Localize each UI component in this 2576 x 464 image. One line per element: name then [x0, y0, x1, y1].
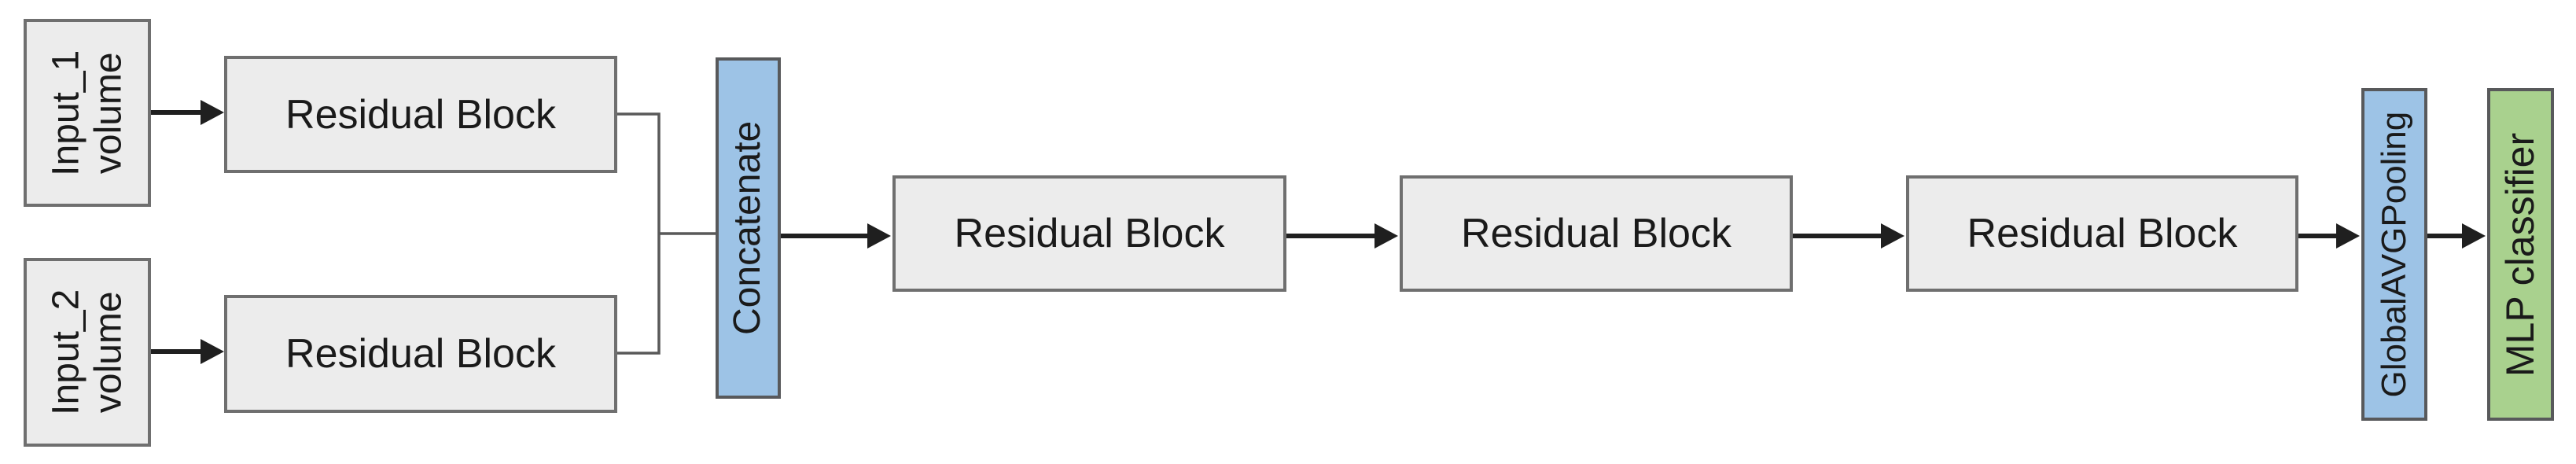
global-avg-pooling-block: GlobalAVGPooling [2361, 88, 2427, 421]
arrow-pooling-to-mlp [2427, 223, 2486, 249]
arrowhead-icon [201, 100, 224, 125]
residual-block-branch-1-label: Residual Block [285, 91, 556, 138]
arrow-shaft [151, 349, 201, 354]
arrow-main3-to-pooling [2298, 223, 2360, 249]
arrow-main2-to-main3 [1793, 223, 1904, 249]
arrowhead-icon [867, 223, 891, 249]
arrow-shaft [1793, 234, 1881, 238]
residual-block-main-2: Residual Block [1400, 175, 1793, 292]
arrowhead-icon [2336, 223, 2360, 249]
arrow-shaft [2298, 234, 2336, 238]
input-2-volume-label: Input_2 volume [45, 289, 129, 416]
arrowhead-icon [1374, 223, 1398, 249]
arrow-main1-to-main2 [1286, 223, 1398, 249]
arrowhead-icon [1881, 223, 1904, 249]
residual-block-main-1-label: Residual Block [954, 211, 1225, 256]
input-1-volume-block: Input_1 volume [24, 19, 151, 207]
residual-block-branch-2-label: Residual Block [285, 331, 556, 377]
input-1-volume-label: Input_1 volume [45, 50, 129, 176]
residual-block-main-3: Residual Block [1906, 175, 2298, 292]
arrow-input2-to-residual [151, 339, 224, 364]
merge-connector [617, 112, 716, 355]
concatenate-label: Concatenate [727, 120, 769, 336]
arrowhead-icon [201, 339, 224, 364]
residual-block-main-2-label: Residual Block [1461, 211, 1731, 256]
arrow-shaft [781, 234, 867, 238]
residual-block-main-1: Residual Block [892, 175, 1286, 292]
arrow-shaft [1286, 234, 1374, 238]
residual-block-main-3-label: Residual Block [1967, 211, 2238, 256]
arrow-shaft [151, 110, 201, 115]
arrow-shaft [2427, 234, 2462, 238]
residual-block-branch-2: Residual Block [224, 295, 617, 413]
input-2-volume-block: Input_2 volume [24, 258, 151, 447]
global-avg-pooling-label: GlobalAVGPooling [2375, 111, 2414, 398]
arrow-concatenate-to-main1 [781, 223, 891, 249]
concatenate-block: Concatenate [716, 57, 781, 399]
residual-block-branch-1: Residual Block [224, 56, 617, 173]
mlp-classifier-block: MLP classifier [2487, 88, 2554, 421]
mlp-classifier-label: MLP classifier [2498, 132, 2543, 377]
arrow-input1-to-residual [151, 100, 224, 125]
arrowhead-icon [2462, 223, 2486, 249]
